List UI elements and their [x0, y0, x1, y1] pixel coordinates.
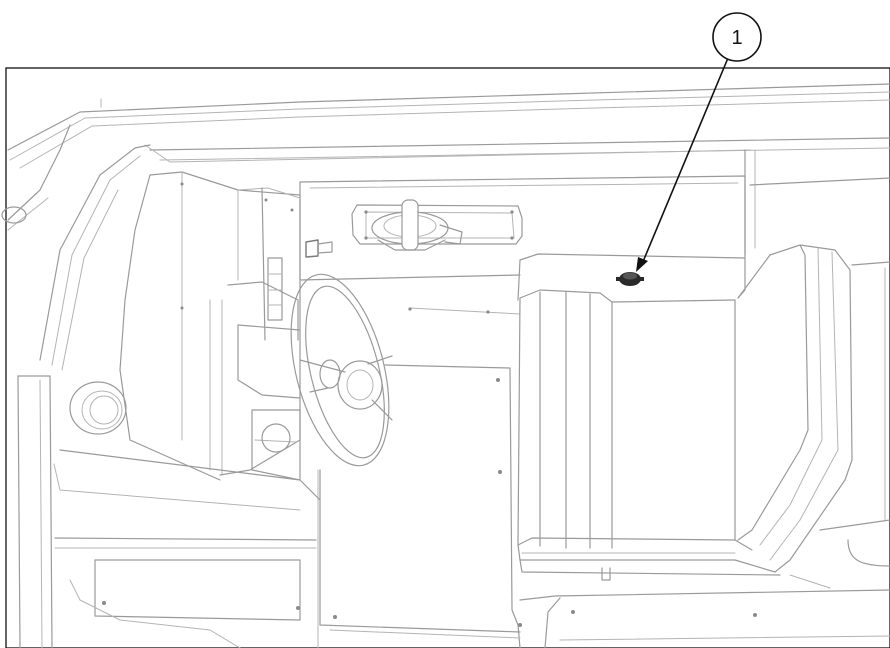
callout-1: 1	[636, 12, 762, 272]
callout-circle	[712, 12, 762, 62]
callout-arrowhead-icon	[636, 257, 648, 272]
boat-console-illustration	[1, 83, 890, 648]
air-vent	[69, 381, 127, 435]
center-lower-panel	[317, 364, 522, 648]
glovebox-lid	[517, 289, 781, 581]
glovebox-lock-icon	[616, 272, 644, 286]
dashboard-recess	[299, 175, 746, 259]
mounting-plate	[351, 199, 523, 251]
dash-switch-icon	[305, 239, 319, 258]
right-cushion	[734, 244, 853, 589]
windshield-top-edge	[7, 83, 890, 151]
callout-label: 1	[731, 27, 742, 49]
helm-console	[119, 171, 301, 481]
windshield-frame	[39, 144, 151, 361]
callout-leader-line	[641, 57, 729, 265]
steering-wheel	[290, 273, 393, 467]
illustration-frame	[5, 67, 890, 648]
